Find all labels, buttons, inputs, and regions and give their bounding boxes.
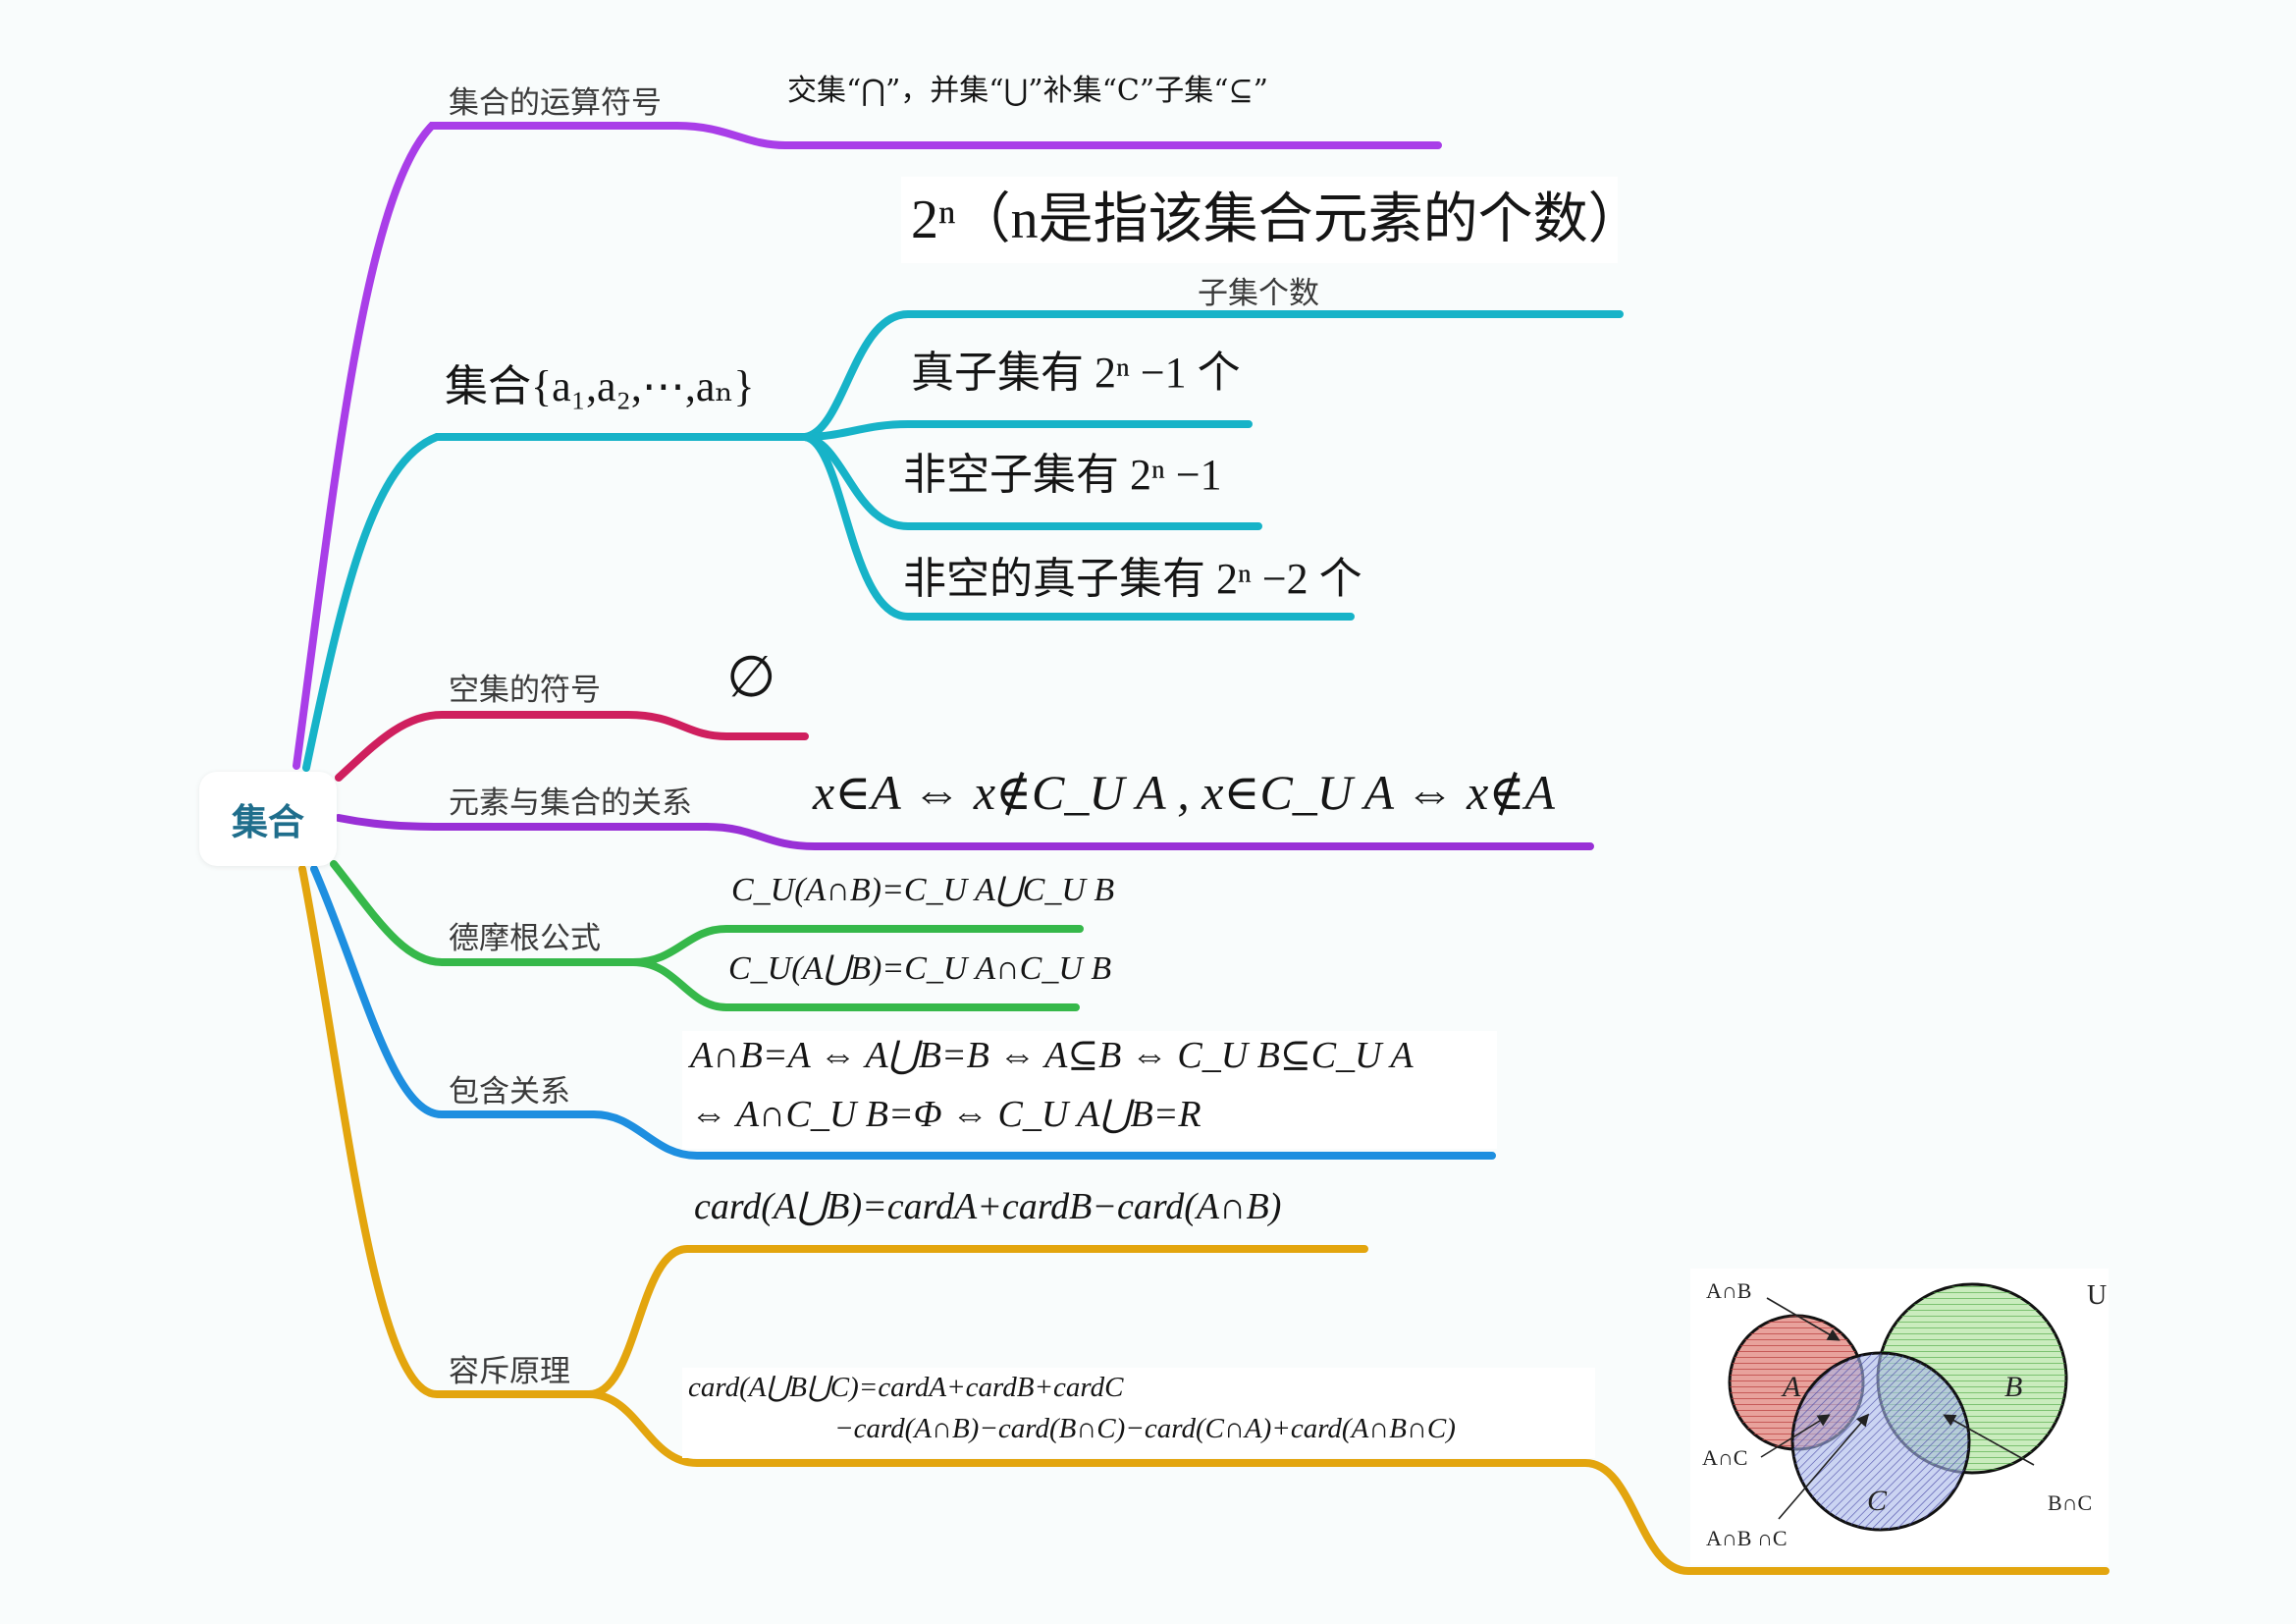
connector-ie-two-sets xyxy=(585,1245,1368,1398)
venn-callout-a-b-c: A∩B ∩C xyxy=(1706,1526,1788,1550)
connector-empty-set xyxy=(335,711,809,782)
de-morgan-formula-2[interactable]: C_U(A⋃B)=C_U A∩C_U B xyxy=(728,950,1112,987)
connector-proper-subsets xyxy=(801,420,1253,441)
connector-subset-count xyxy=(801,310,1624,441)
connector-nonempty-proper-subsets xyxy=(801,433,1355,621)
subset-count-banner: 2ⁿ（n是指该集合元素的个数） xyxy=(901,177,1643,263)
branch-label-set-definition[interactable]: 集合{a₁,a₂,⋯,aₙ} xyxy=(445,362,755,410)
branch-label-inclusion[interactable]: 包含关系 xyxy=(449,1074,570,1110)
connector-set-definition xyxy=(302,433,809,772)
connector-element-relation xyxy=(335,814,1594,850)
venn-callout-a-and-c: A∩C xyxy=(1702,1445,1747,1470)
empty-set-symbol: ∅ xyxy=(726,643,776,710)
branch-label-inclusion-exclusion[interactable]: 容斥原理 xyxy=(449,1354,570,1389)
root-node[interactable]: 集合 xyxy=(199,772,337,866)
proper-subsets-formula[interactable]: 真子集有 2ⁿ −1 个 xyxy=(911,349,1241,397)
venn-callout-a-and-b: A∩B xyxy=(1706,1278,1751,1303)
venn-universe-label: U xyxy=(2087,1280,2107,1311)
ie-two-sets-formula[interactable]: card(A⋃B)=cardA+cardB−card(A∩B) xyxy=(694,1186,1282,1227)
ie-three-sets-line-2: −card(A∩B)−card(B∩C)−card(C∩A)+card(A∩B∩… xyxy=(834,1413,1456,1444)
connector-ie-three-sets xyxy=(585,1390,2109,1575)
inclusion-formula-line-2: ⇔ A∩C_U B=Φ ⇔ C_U A⋃B=R xyxy=(690,1094,1201,1135)
element-relation-formula: x∈A ⇔ x∉C_U A , x∈C_U A ⇔ x∉A xyxy=(813,765,1555,820)
child-label-subset-count[interactable]: 子集个数 xyxy=(1198,276,1319,311)
nonempty-subsets-formula[interactable]: 非空子集有 2ⁿ −1 xyxy=(903,451,1222,499)
connector-operation-symbols xyxy=(293,122,1442,770)
venn-callout-b-and-c: B∩C xyxy=(2048,1490,2092,1515)
operation-symbols-note: 交集“⋂”，并集“⋃”补集“C”子集“⊆” xyxy=(787,74,1269,108)
connector-inclusion xyxy=(310,865,1496,1160)
branch-label-empty-set[interactable]: 空集的符号 xyxy=(449,673,601,708)
root-label: 集合 xyxy=(232,801,304,843)
ie-three-sets-line-1: card(A⋃B⋃C)=cardA+cardB+cardC xyxy=(688,1372,1124,1403)
inclusion-card: A∩B=A ⇔ A⋃B=B ⇔ A⊆B ⇔ C_U B⊆C_U A ⇔ A∩C_… xyxy=(682,1031,1497,1149)
branch-label-operation-symbols[interactable]: 集合的运算符号 xyxy=(449,85,662,121)
connector-de-morgan xyxy=(330,860,637,966)
de-morgan-formula-1[interactable]: C_U(A∩B)=C_U A⋃C_U B xyxy=(731,872,1115,908)
inclusion-formula-line-1: A∩B=A ⇔ A⋃B=B ⇔ A⊆B ⇔ C_U B⊆C_U A xyxy=(690,1035,1414,1076)
venn-set-b-label: B xyxy=(2004,1371,2022,1403)
venn-set-a-label: A xyxy=(1781,1371,1801,1403)
subset-count-formula: 2ⁿ（n是指该集合元素的个数） xyxy=(911,189,1643,250)
connector-inclusion-exclusion xyxy=(298,865,593,1398)
venn-set-c-label: C xyxy=(1867,1485,1888,1517)
venn-diagram-card: U A B C A∩B A∩C B∩C A∩B ∩C xyxy=(1690,1269,2109,1565)
venn-diagram: U A B C A∩B A∩C B∩C A∩B ∩C xyxy=(1702,1278,2107,1550)
branch-label-de-morgan[interactable]: 德摩根公式 xyxy=(449,921,601,956)
connector-de-morgan-2 xyxy=(629,958,1080,1011)
ie-three-sets-card: card(A⋃B⋃C)=cardA+cardB+cardC −card(A∩B)… xyxy=(682,1368,1595,1458)
nonempty-proper-subsets-formula[interactable]: 非空的真子集有 2ⁿ −2 个 xyxy=(903,555,1362,603)
branch-label-element-relation[interactable]: 元素与集合的关系 xyxy=(449,785,692,821)
